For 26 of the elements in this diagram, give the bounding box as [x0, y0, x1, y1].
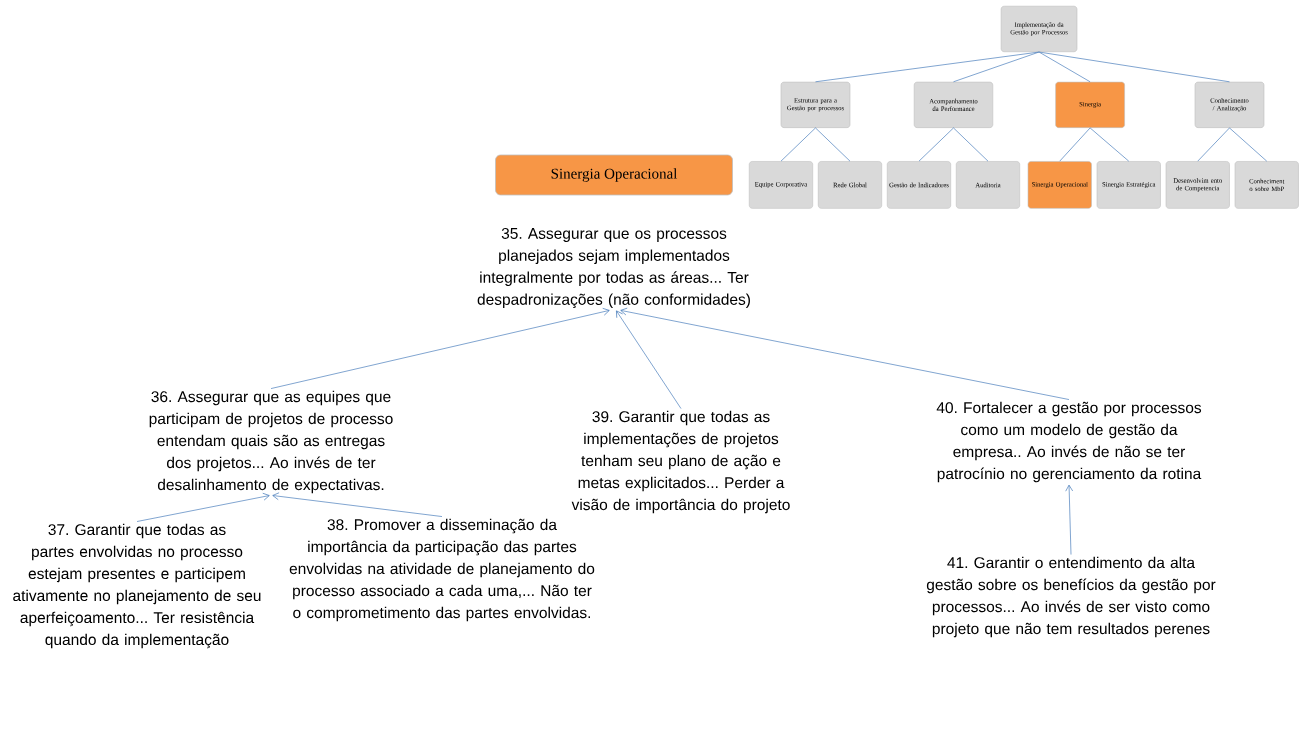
- goal-text: 39. Garantir que todas as implementações de projetos tenham seu plano de ação e metas explicitados... Perder a visão de importância do projeto: [571, 410, 790, 514]
- connector-line: [918, 127, 954, 162]
- connector-line: [1038, 51, 1091, 83]
- connector-line: [1038, 51, 1230, 83]
- connector-line: [953, 51, 1040, 83]
- connector-line: [815, 51, 1040, 83]
- connector-line: [780, 127, 816, 162]
- arrow: [272, 492, 443, 517]
- arrow: [1065, 484, 1074, 555]
- goal-text: 40. Fortalecer a gestão por processos como um modelo de gestão da empresa.. Ao invés de não se ter patrocínio no gerenciamento da rotina: [936, 401, 1202, 483]
- arrow: [270, 307, 610, 389]
- goal-text: 37. Garantir que todas as partes envolvidas no processo estejam presentes e participem ativamente no planejamento de seu aperfeiçoamento... Ter resistência quando da implementação: [13, 523, 261, 649]
- connector-line: [815, 127, 851, 162]
- connector-line: [1197, 127, 1230, 162]
- connector-line: [953, 127, 989, 162]
- connector-line: [1089, 127, 1130, 162]
- arrow: [616, 310, 682, 409]
- connector-line: [1229, 127, 1268, 162]
- arrow: [620, 307, 1070, 400]
- title-box: Sinergia Operacional: [495, 154, 733, 196]
- goal-text: 36. Assegurar que as equipes que participam de projetos de processo entendam quais são as entregas dos projetos... Ao invés de ter desalinhamento de expectativas.: [149, 390, 393, 494]
- goal-text: 41. Garantir o entendimento da alta gestão sobre os benefícios da gestão por processos... Ao invés de ser visto como projeto que não tem resultados perenes: [926, 556, 1216, 638]
- goal-text: 35. Assegurar que os processos planejados sejam implementados integralmente por todas as áreas... Ter despadronizações (não conformidades): [477, 227, 750, 309]
- connector-line: [1059, 127, 1091, 162]
- arrow: [136, 492, 270, 522]
- goal-text: 38. Promover a disseminação da importância da participação das partes envolvidas na atividade de planejamento do processo associado a cada uma,... Não ter o comprometimento das partes envolvidas.: [289, 518, 595, 622]
